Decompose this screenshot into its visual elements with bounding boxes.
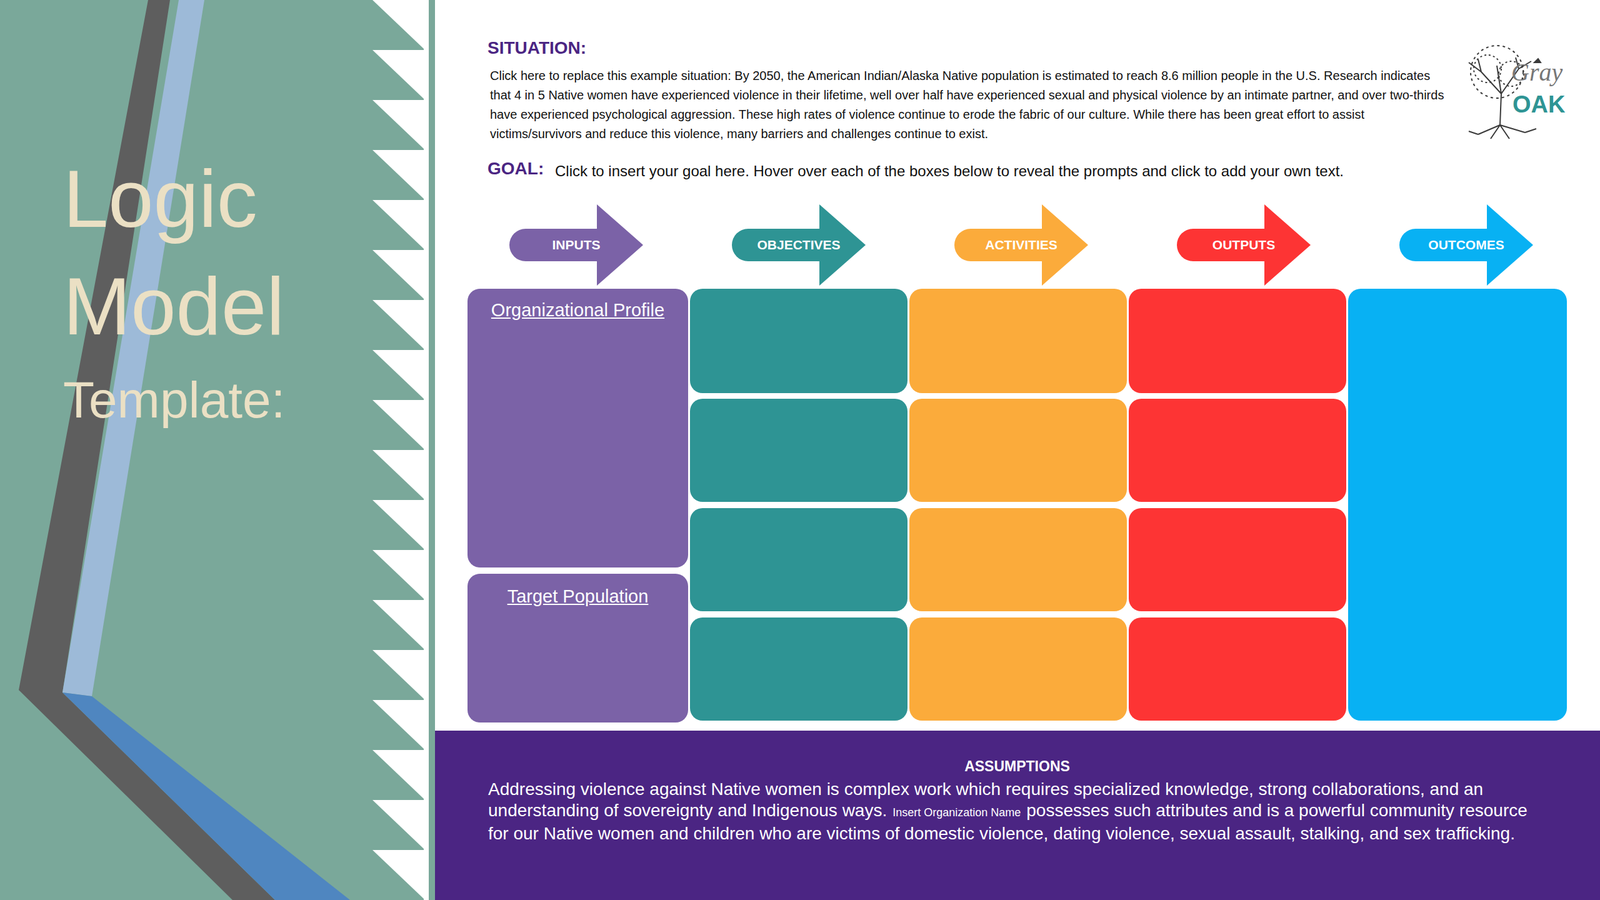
zigzag-tooth <box>372 100 424 149</box>
output-boxes <box>1128 288 1347 721</box>
input-heading: Target Population <box>477 586 679 607</box>
zigzag-tooth <box>372 350 424 399</box>
zigzag-tooth <box>372 600 424 649</box>
zigzag-tooth <box>372 0 424 49</box>
blue-stripe <box>62 692 350 900</box>
column-heading: OUTCOMES <box>1428 237 1504 253</box>
activity-boxes <box>909 288 1127 721</box>
zigzag-tooth <box>372 500 424 549</box>
zigzag-tooth <box>372 800 424 849</box>
band-body: Addressing violence against Native women… <box>488 778 1547 845</box>
zigzag-tooth <box>372 850 424 899</box>
column-heading: OBJECTIVES <box>756 237 840 253</box>
zigzag-tooth <box>372 150 424 199</box>
zigzag-tooth <box>372 450 424 499</box>
outputs-arrow: OUTPUTS <box>1176 204 1311 286</box>
population-box: Target Population <box>467 573 689 723</box>
zigzag-border <box>372 0 424 900</box>
objectives-arrow: OBJECTIVES <box>731 204 866 286</box>
zigzag-tooth <box>372 750 424 799</box>
situation-text: Click here to replace this example situa… <box>490 66 1453 144</box>
zigzag-tooth <box>372 400 424 449</box>
zigzag-tooth <box>372 200 424 249</box>
logo-word: Gray <box>1511 57 1580 88</box>
section-heading: SITUATION: <box>487 37 675 59</box>
profile-box: Organizational Profile <box>467 288 689 568</box>
placeholder-text: Insert Organization Name <box>892 806 1021 819</box>
arrow-fill <box>1399 204 1534 286</box>
white-edge <box>423 0 429 900</box>
zigzag-tooth <box>372 700 424 749</box>
goal-text: Click to insert your goal here. Hover ov… <box>555 161 1555 181</box>
outcomes-arrow: OUTCOMES <box>1399 204 1534 286</box>
column-heading: ACTIVITIES <box>985 237 1058 253</box>
subtitle: Template: <box>63 368 389 432</box>
column-heading: OUTPUTS <box>1212 237 1275 253</box>
zigzag-tooth <box>372 650 424 699</box>
zigzag-tooth <box>372 550 424 599</box>
activities-arrow: ACTIVITIES <box>954 204 1089 286</box>
column-heading: INPUTS <box>551 237 600 253</box>
objective-boxes <box>690 288 908 721</box>
logo-word: OAK <box>1512 90 1582 120</box>
arrow-fill <box>731 204 866 286</box>
section-heading: GOAL: <box>487 158 557 180</box>
band-heading: ASSUMPTIONS <box>488 758 1547 775</box>
inputs-arrow: INPUTS <box>509 204 644 286</box>
zigzag-tooth <box>372 300 424 349</box>
arrow-fill <box>1176 204 1311 286</box>
arrow-fill <box>509 204 644 286</box>
assumptions-band: ASSUMPTIONS Addressing violence against N… <box>435 730 1600 900</box>
zigzag-tooth <box>372 50 424 99</box>
outcomes-box <box>1348 288 1567 721</box>
teal-edge <box>428 0 435 900</box>
arrow-fill <box>954 204 1089 286</box>
side-panel <box>0 0 435 900</box>
input-heading: Organizational Profile <box>477 300 679 321</box>
title: Logic Model <box>63 145 364 360</box>
zigzag-tooth <box>372 250 424 299</box>
